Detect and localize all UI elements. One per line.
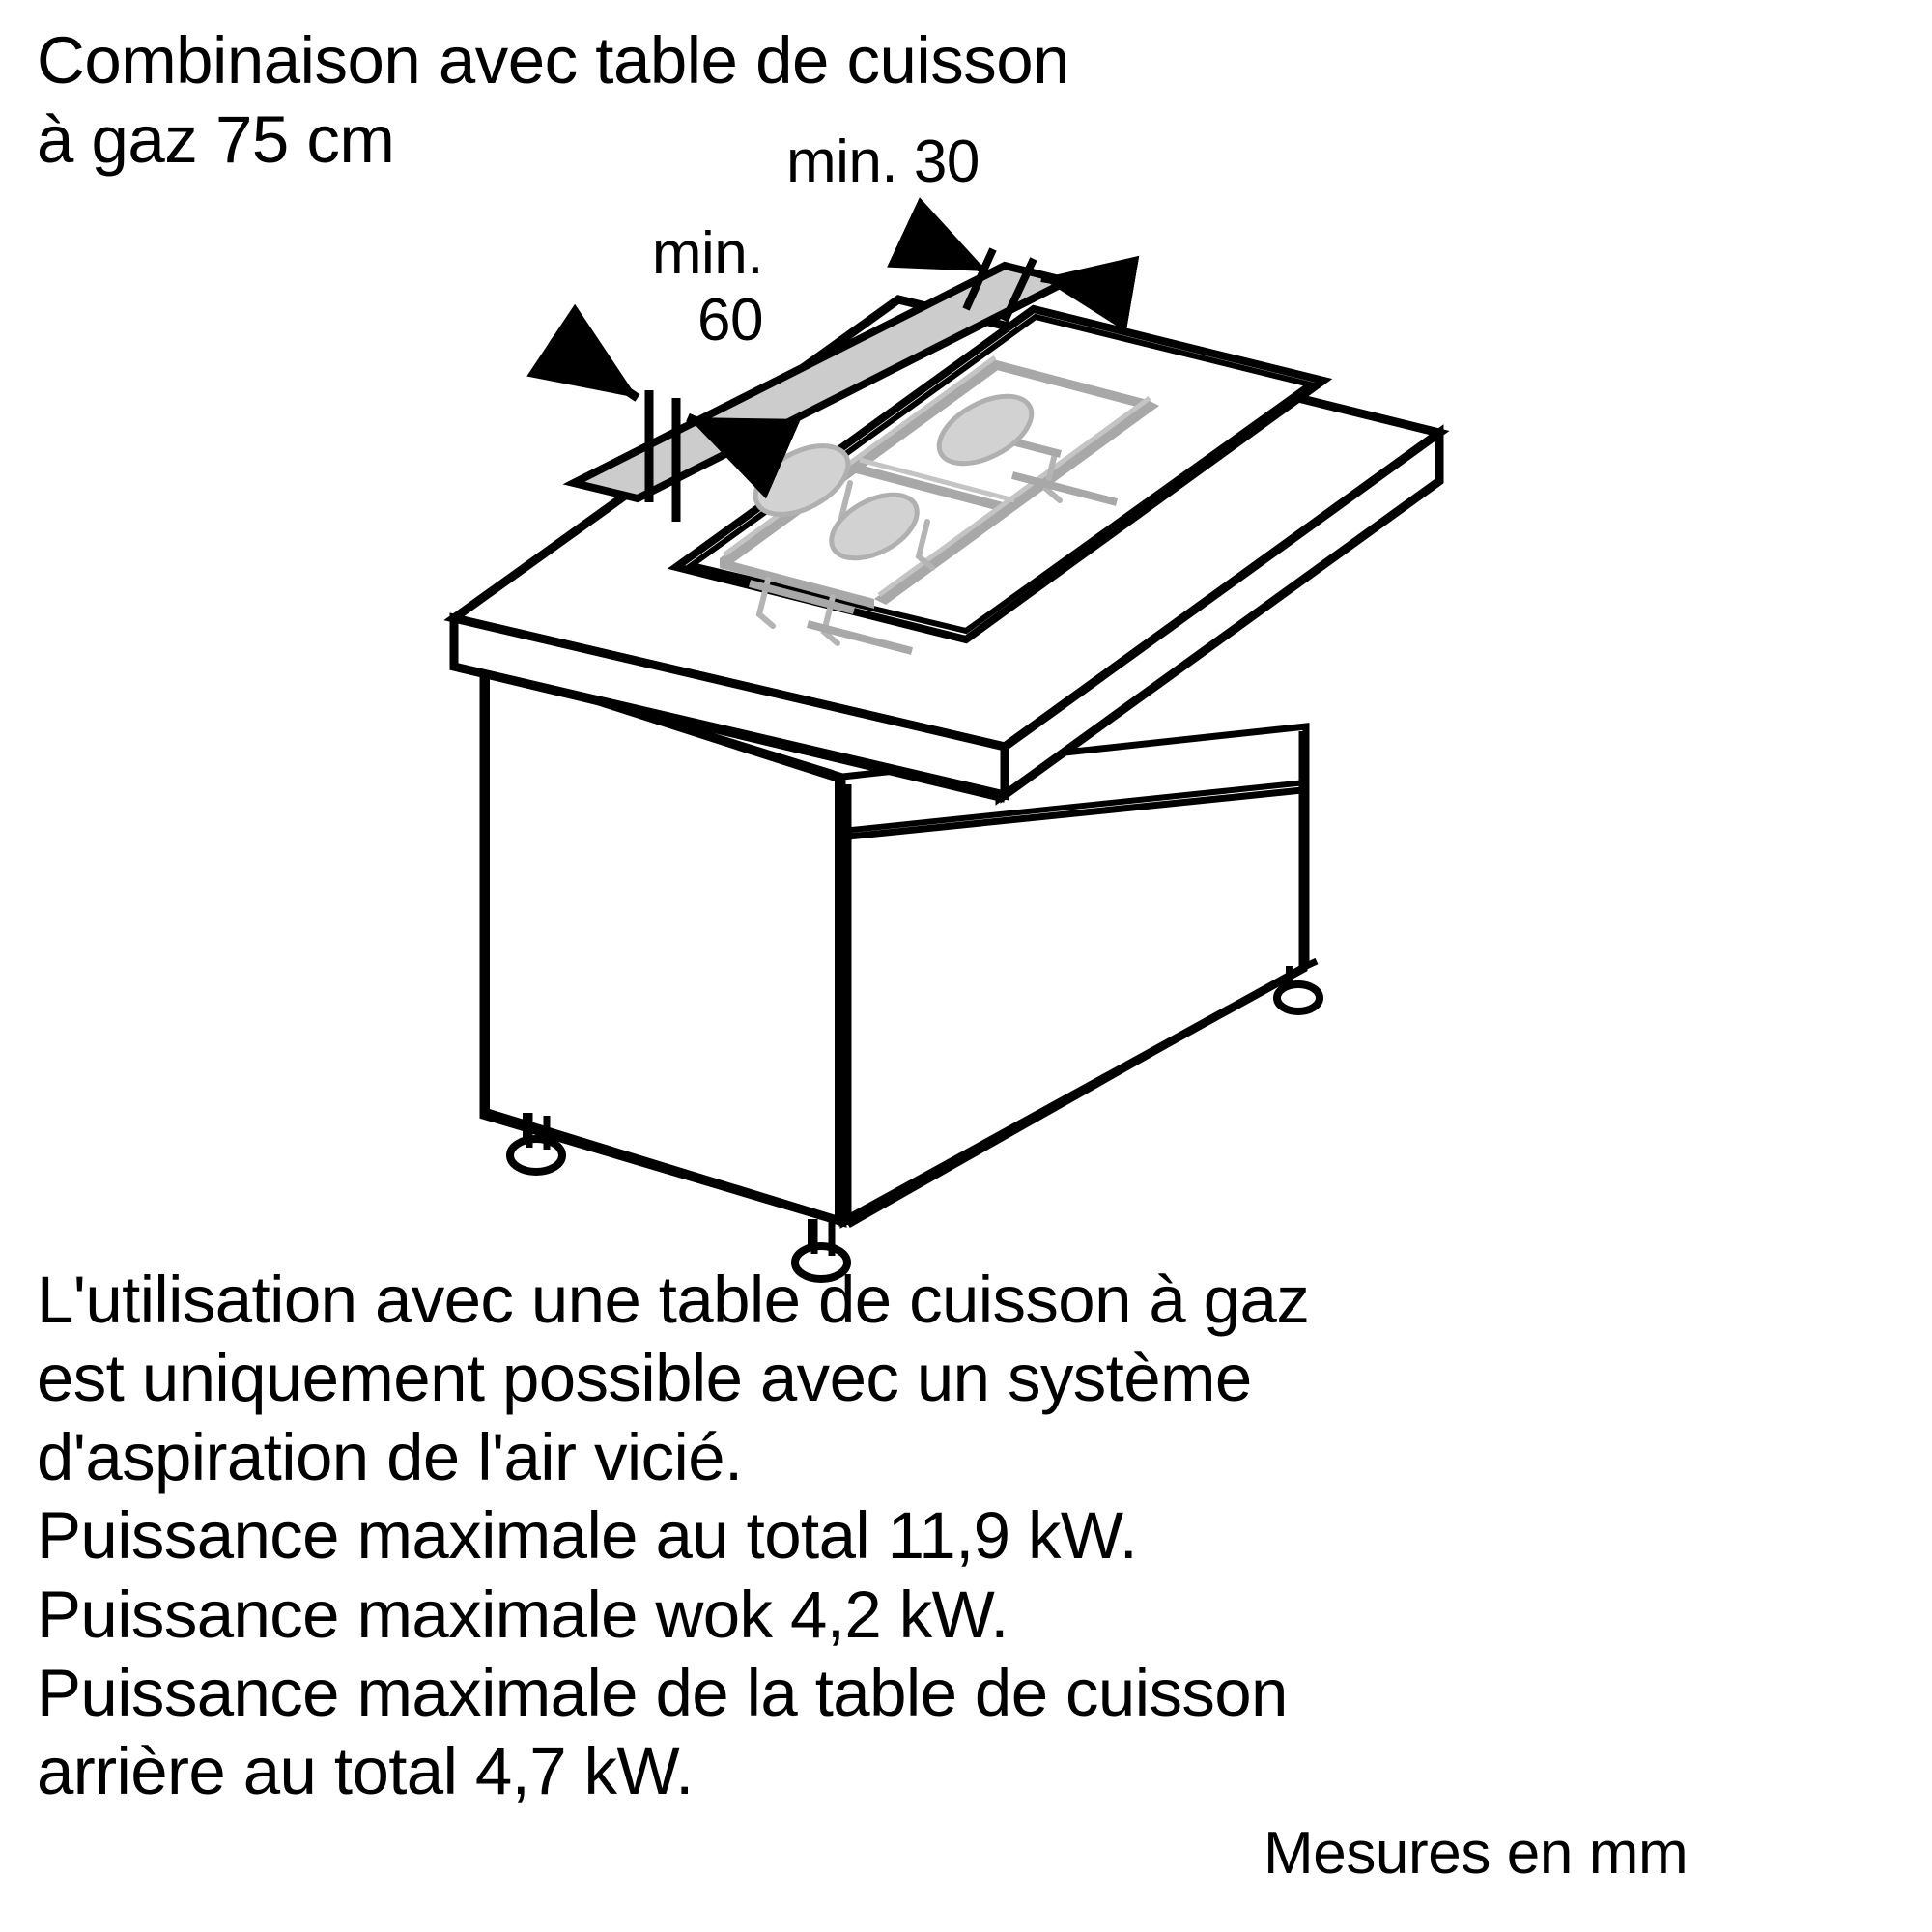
hob-inner-frame bbox=[684, 313, 1318, 635]
hob-cutout bbox=[667, 304, 1333, 644]
adjustable-feet bbox=[506, 966, 1323, 1283]
burner-cap-front bbox=[829, 492, 920, 561]
unit-note: Mesures en mm bbox=[1264, 1820, 1689, 1887]
dimension-min-60 bbox=[526, 303, 801, 522]
burner-cap-left bbox=[753, 443, 851, 517]
installation-notes: L'utilisation avec une table de cuisson … bbox=[37, 1263, 1310, 1809]
burner-caps bbox=[753, 393, 1035, 561]
worktop bbox=[451, 302, 1438, 806]
dimension-label-min-60: min. 60 bbox=[651, 220, 764, 355]
burner-cap-wok bbox=[936, 393, 1035, 467]
page-title: Combinaison avec table de cuisson à gaz … bbox=[37, 23, 1069, 178]
worktop-main bbox=[443, 295, 1450, 804]
gas-burner-grates bbox=[720, 355, 1159, 655]
cabinet-carcass bbox=[479, 541, 1308, 1229]
dimension-min-30 bbox=[887, 197, 1140, 332]
cabinet-geometry bbox=[481, 662, 1310, 1227]
cabinet-refined bbox=[482, 660, 1319, 1229]
dimension-label-min-30: min. 30 bbox=[786, 128, 980, 195]
